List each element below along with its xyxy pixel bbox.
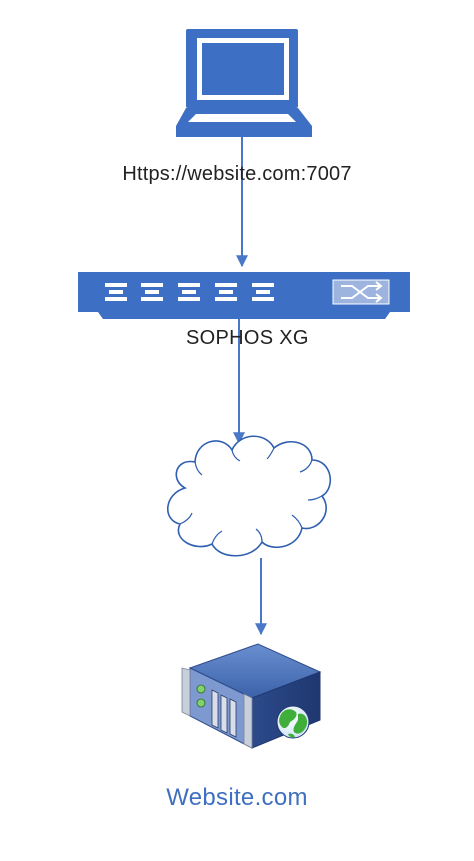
- connection-label-url: Https://website.com:7007: [122, 163, 352, 185]
- web-server-icon: [181, 643, 322, 749]
- switch-ports: [105, 283, 274, 301]
- crossover-arrows-icon: [341, 281, 383, 303]
- firewall-label: SOPHOS XG: [186, 327, 309, 349]
- network-switch-icon: [78, 272, 410, 319]
- globe-icon: [276, 705, 310, 739]
- laptop-icon: [176, 29, 312, 137]
- cloud-icon: [166, 435, 331, 557]
- server-label: Website.com: [166, 784, 308, 811]
